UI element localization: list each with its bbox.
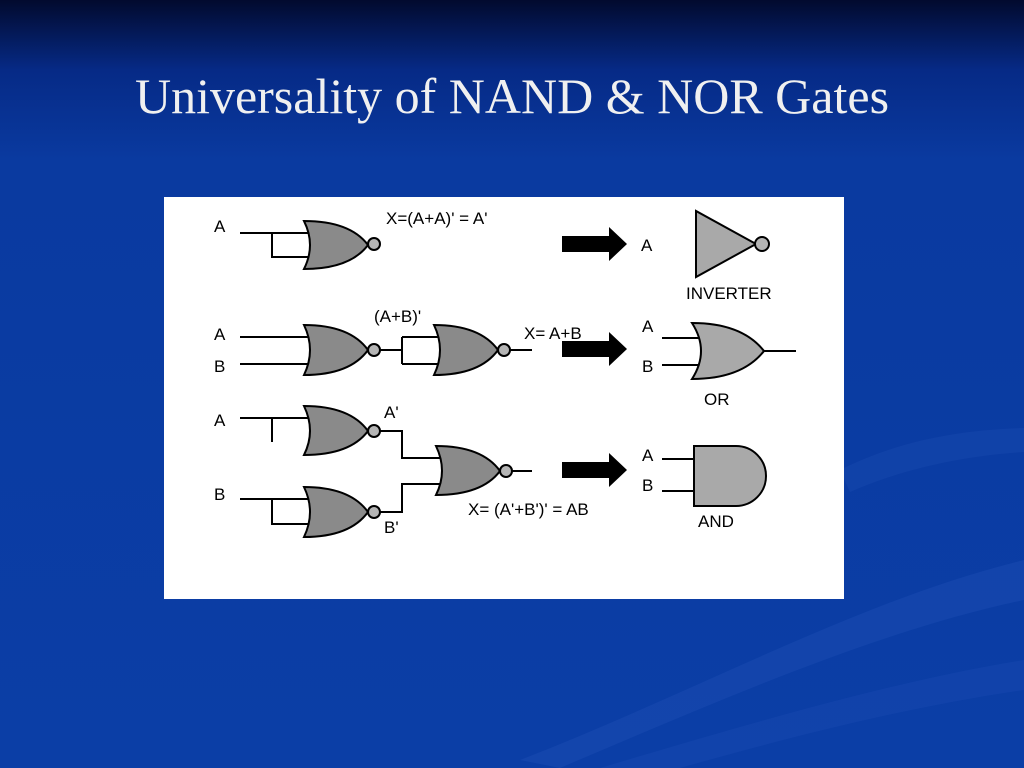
- nor-output-bubble: [499, 464, 513, 478]
- row3-equiv-input-a-label: A: [642, 446, 654, 465]
- row2-input-a-label: A: [214, 325, 226, 344]
- inverter-equivalent: A INVERTER: [641, 209, 772, 303]
- row3-input-a-label: A: [214, 411, 226, 430]
- inverter-gate: [695, 209, 759, 279]
- nor-gate: [432, 323, 500, 377]
- or-label: OR: [704, 390, 730, 409]
- nor-output-bubble: [367, 237, 381, 251]
- row1-input-a-label: A: [214, 217, 226, 236]
- nor-gate: [302, 404, 370, 457]
- row1-expression: X=(A+A)' = A': [386, 209, 487, 228]
- row2-input-b-label: B: [214, 357, 225, 376]
- row3-equiv-input-b-label: B: [642, 476, 653, 495]
- and-label: AND: [698, 512, 734, 531]
- or-gate: [690, 321, 766, 381]
- arrow-right-icon: [562, 227, 627, 261]
- nor-output-bubble: [367, 505, 381, 519]
- nor-gate: [302, 485, 370, 539]
- row3-input-b-label: B: [214, 485, 225, 504]
- slide-title: Universality of NAND & NOR Gates: [134, 68, 890, 124]
- row2-equiv-input-b-label: B: [642, 357, 653, 376]
- a-not-label: A': [384, 403, 399, 422]
- and-circuit: A A' B B' X= (A'+B')' = AB: [214, 403, 589, 539]
- nor-output-bubble: [367, 343, 381, 357]
- b-not-label: B': [384, 518, 399, 537]
- arrow-right-icon: [562, 332, 627, 366]
- inverter-label: INVERTER: [686, 284, 772, 303]
- nor-gate: [302, 219, 370, 271]
- row2-intermediate-label: (A+B)': [374, 307, 421, 326]
- nor-gate: [434, 444, 502, 497]
- row1-equiv-input-label: A: [641, 236, 653, 255]
- nor-output-bubble: [497, 343, 511, 357]
- arrow-right-icon: [562, 453, 627, 487]
- inverter-circuit: A X=(A+A)' = A': [214, 209, 487, 271]
- inverter-output-bubble: [754, 236, 770, 252]
- nor-output-bubble: [367, 424, 381, 438]
- figure-panel: A X=(A+A)' = A' A INVERTER A B (A+B)' X=…: [164, 197, 844, 599]
- nor-gate: [302, 323, 370, 377]
- and-equivalent: A B AND: [642, 445, 767, 531]
- and-gate: [693, 445, 767, 507]
- row2-expression: X= A+B: [524, 324, 582, 343]
- row2-equiv-input-a-label: A: [642, 317, 654, 336]
- or-circuit: A B (A+B)' X= A+B: [214, 307, 582, 377]
- row3-expression: X= (A'+B')' = AB: [468, 500, 589, 519]
- or-equivalent: A B OR: [642, 317, 796, 409]
